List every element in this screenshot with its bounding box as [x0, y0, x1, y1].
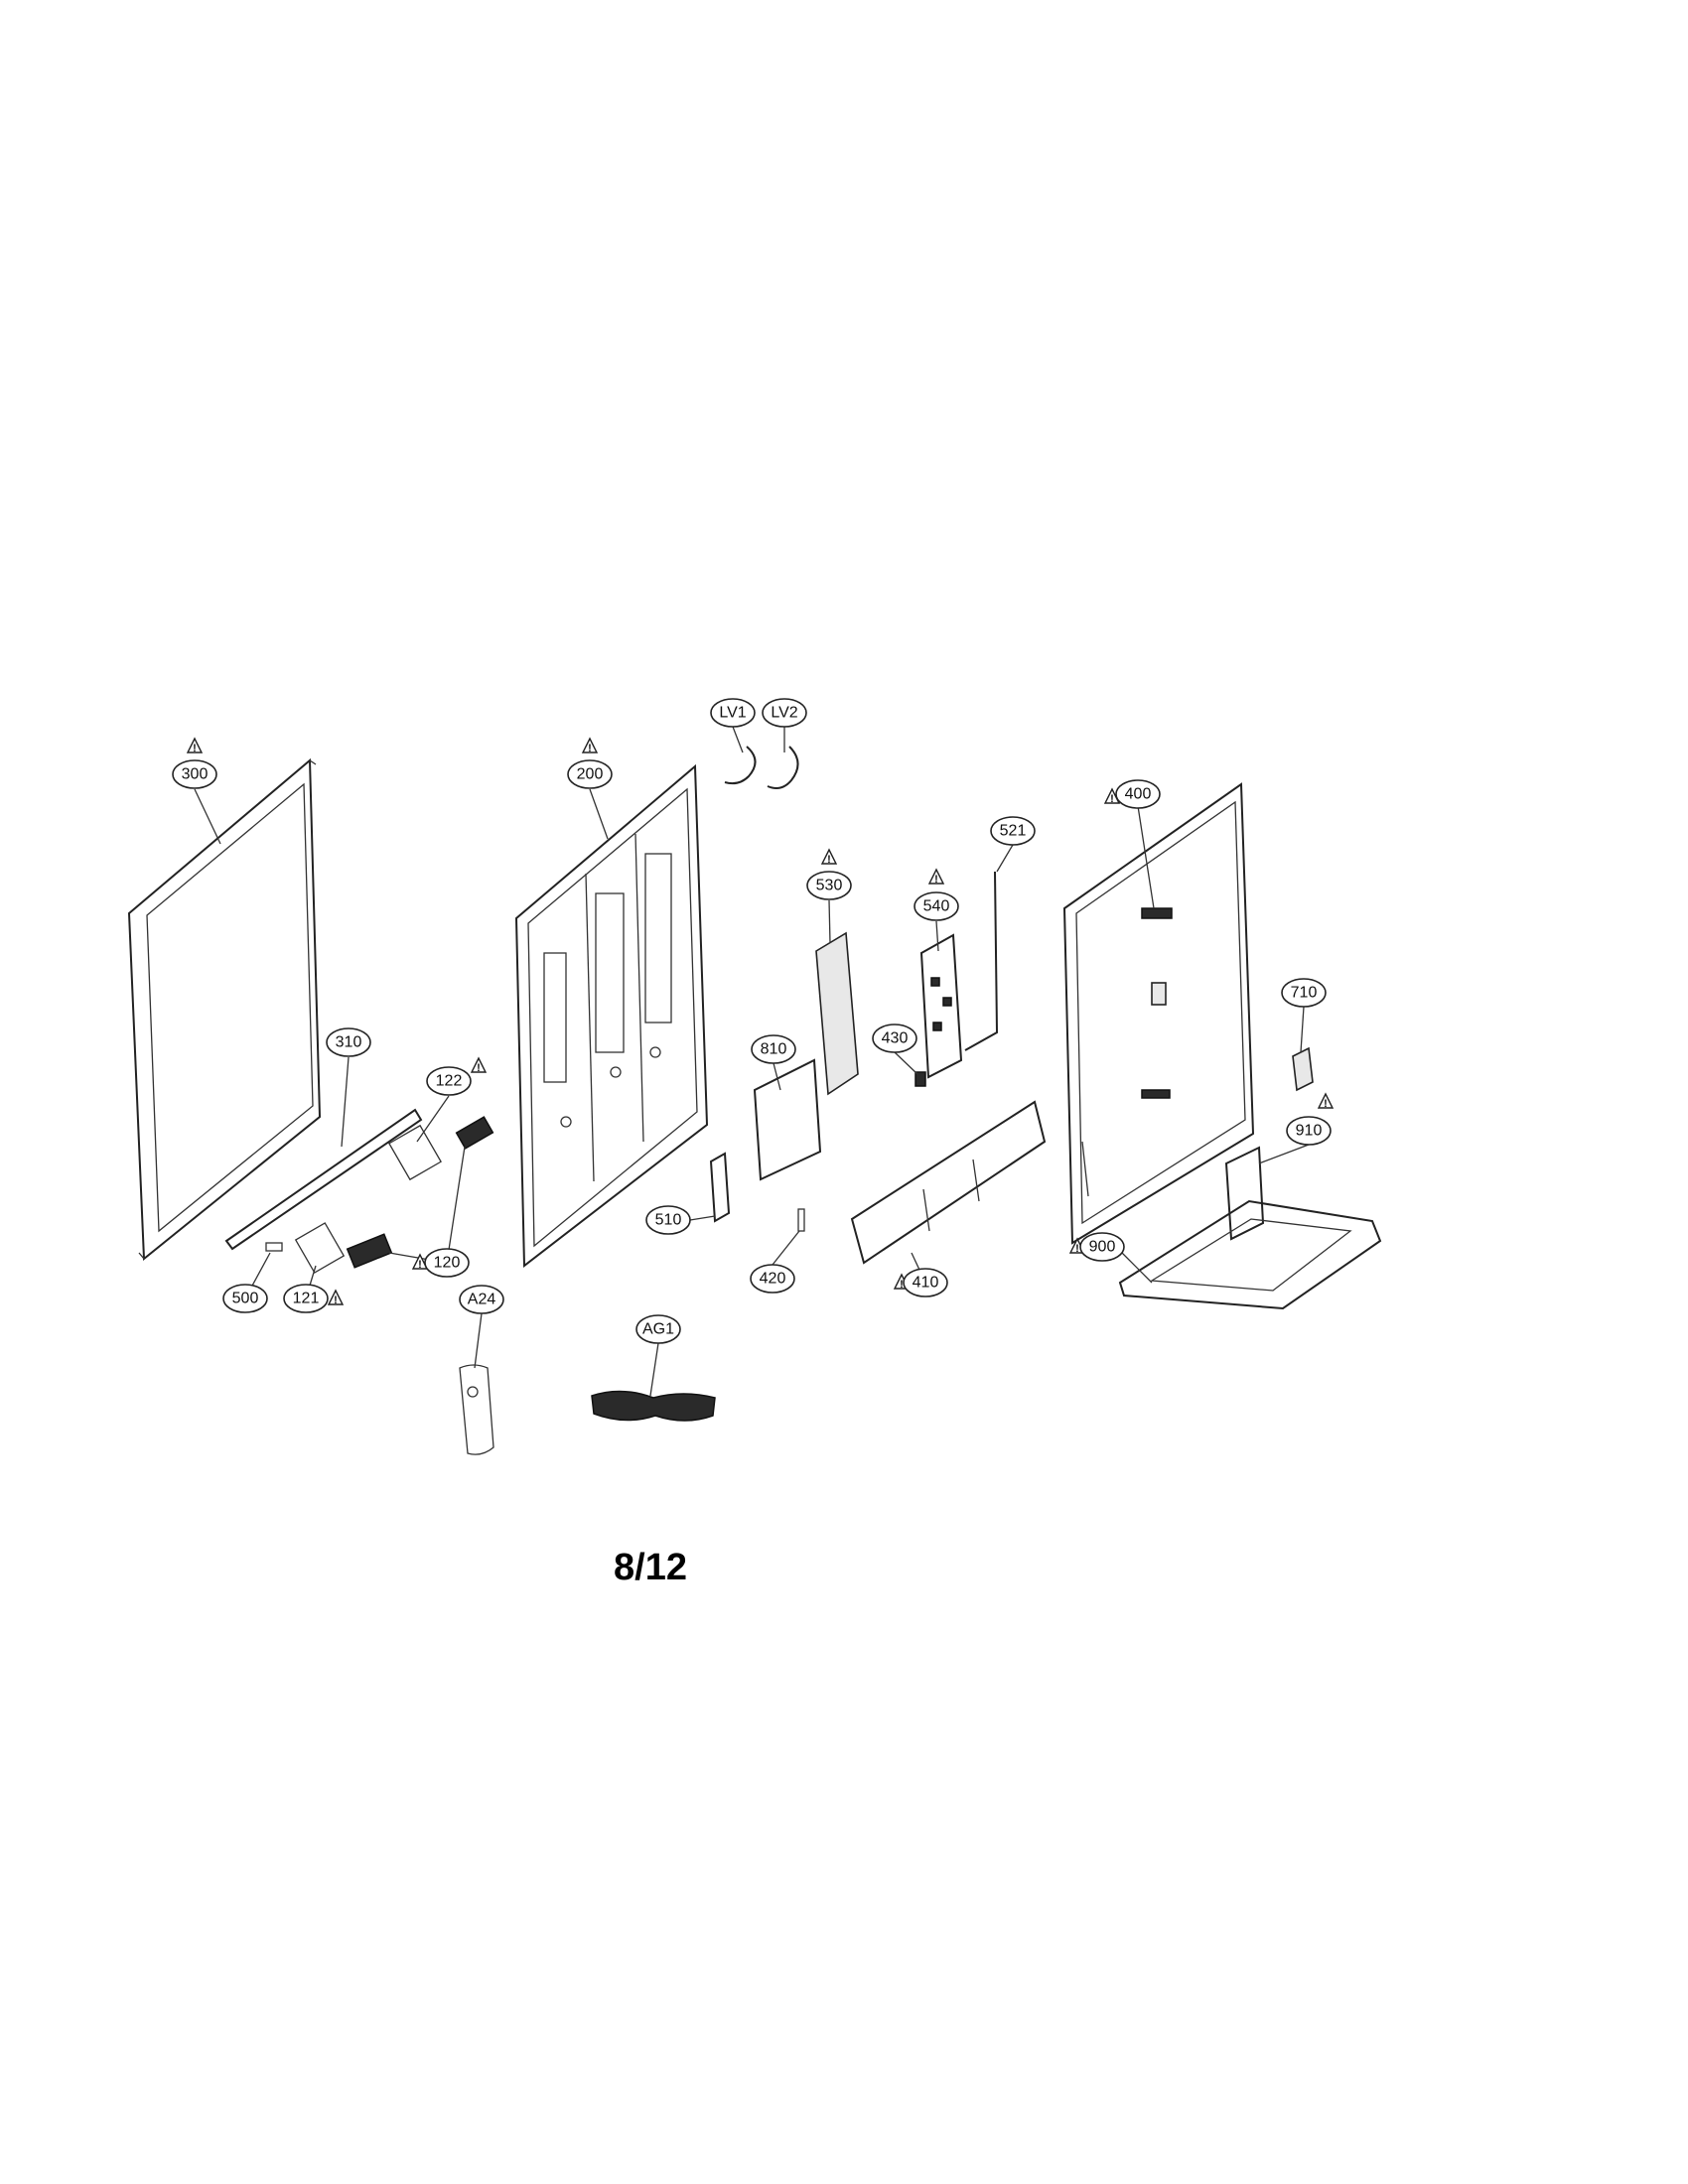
page-number: 8/12 — [614, 1547, 687, 1588]
callout-a24: A24 — [459, 1285, 504, 1314]
callout-lv1: LV1 — [710, 698, 756, 728]
svg-text:710: 710 — [1291, 985, 1318, 1002]
callout-122: 122 — [426, 1066, 472, 1096]
callout-810: 810 — [751, 1034, 796, 1064]
svg-text:530: 530 — [816, 878, 843, 894]
svg-text:200: 200 — [577, 766, 604, 783]
svg-text:!: ! — [334, 1295, 338, 1306]
callout-120: 120 — [424, 1248, 470, 1278]
svg-text:400: 400 — [1125, 786, 1152, 803]
part-500-clip — [265, 1242, 283, 1252]
callout-910: 910 — [1286, 1116, 1332, 1146]
svg-text:!: ! — [934, 874, 938, 886]
part-410-speaker-bar — [850, 1100, 1047, 1265]
part-200-chassis — [514, 763, 709, 1268]
warning-icon: ! — [1317, 1092, 1335, 1110]
callout-521: 521 — [990, 816, 1036, 846]
callout-400: 400 — [1115, 779, 1161, 809]
part-400-back-cover — [1062, 782, 1255, 1245]
svg-text:!: ! — [588, 743, 592, 754]
part-122-speaker-bracket — [388, 1124, 442, 1181]
part-710-board — [1292, 1046, 1314, 1092]
callout-510: 510 — [645, 1205, 691, 1235]
svg-text:!: ! — [1110, 793, 1114, 805]
svg-text:120: 120 — [434, 1255, 461, 1272]
svg-text:510: 510 — [655, 1212, 682, 1229]
callouts: 300 200 LV1 LV2 530 521 540 400 310 122 … — [172, 698, 1332, 1344]
svg-text:310: 310 — [336, 1034, 362, 1051]
svg-text:!: ! — [827, 854, 831, 866]
leader-lines — [194, 726, 1310, 1397]
svg-text:LV1: LV1 — [719, 705, 746, 722]
callout-310: 310 — [326, 1027, 371, 1057]
callout-ag1: AG1 — [635, 1314, 681, 1344]
warning-icon: ! — [186, 737, 204, 754]
part-121-speaker-bracket — [294, 1222, 346, 1274]
svg-text:LV2: LV2 — [771, 705, 797, 722]
svg-text:521: 521 — [1000, 823, 1027, 840]
part-ag1-glasses — [591, 1390, 716, 1422]
part-530-board — [815, 931, 859, 1096]
svg-text:810: 810 — [761, 1041, 787, 1058]
svg-text:!: ! — [1324, 1098, 1328, 1110]
part-300-front-bezel — [127, 757, 322, 1262]
callout-710: 710 — [1281, 978, 1327, 1008]
svg-text:AG1: AG1 — [642, 1321, 674, 1338]
svg-text:900: 900 — [1089, 1239, 1116, 1256]
svg-text:430: 430 — [882, 1030, 909, 1047]
svg-text:!: ! — [418, 1259, 422, 1271]
part-420-clip — [797, 1208, 805, 1232]
part-120-speaker — [346, 1116, 494, 1269]
part-521-cable — [964, 871, 999, 1051]
warning-icon: ! — [927, 868, 945, 886]
svg-text:A24: A24 — [468, 1292, 496, 1308]
callout-300: 300 — [172, 759, 217, 789]
svg-text:121: 121 — [293, 1291, 320, 1307]
warning-icon: ! — [820, 848, 838, 866]
svg-text:!: ! — [193, 743, 197, 754]
part-a24-remote — [459, 1364, 494, 1455]
svg-text:540: 540 — [923, 898, 950, 915]
part-540-main-board — [919, 933, 963, 1079]
callout-900: 900 — [1079, 1232, 1125, 1262]
callout-121: 121 — [283, 1284, 329, 1313]
part-900-stand-base — [1118, 1199, 1382, 1310]
svg-text:910: 910 — [1296, 1123, 1323, 1140]
callout-530: 530 — [806, 871, 852, 900]
warning-icons: ! ! ! ! ! ! ! ! ! ! ! — [186, 737, 1335, 1306]
warning-icon: ! — [411, 1253, 429, 1271]
svg-text:!: ! — [900, 1279, 904, 1291]
svg-text:!: ! — [1075, 1243, 1079, 1255]
part-510-strip — [709, 1152, 731, 1223]
callout-200: 200 — [567, 759, 613, 789]
svg-text:!: ! — [477, 1062, 481, 1074]
callout-410: 410 — [903, 1268, 948, 1297]
callout-540: 540 — [914, 891, 959, 921]
callout-500: 500 — [222, 1284, 268, 1313]
callout-430: 430 — [872, 1024, 917, 1053]
callout-lv2: LV2 — [762, 698, 807, 728]
warning-icon: ! — [327, 1289, 345, 1306]
part-lv1-hook — [724, 746, 757, 785]
svg-text:420: 420 — [760, 1271, 786, 1288]
warning-icon: ! — [581, 737, 599, 754]
callout-420: 420 — [750, 1264, 795, 1294]
part-430-sensor — [914, 1071, 926, 1087]
part-310-bar — [224, 1108, 423, 1251]
part-910-stand-neck — [1224, 1146, 1265, 1241]
svg-text:300: 300 — [182, 766, 209, 783]
warning-icon: ! — [470, 1056, 488, 1074]
part-lv2-hook — [767, 746, 799, 789]
svg-text:500: 500 — [232, 1291, 259, 1307]
part-810-board — [753, 1058, 822, 1181]
svg-text:410: 410 — [913, 1275, 939, 1292]
svg-text:122: 122 — [436, 1073, 463, 1090]
